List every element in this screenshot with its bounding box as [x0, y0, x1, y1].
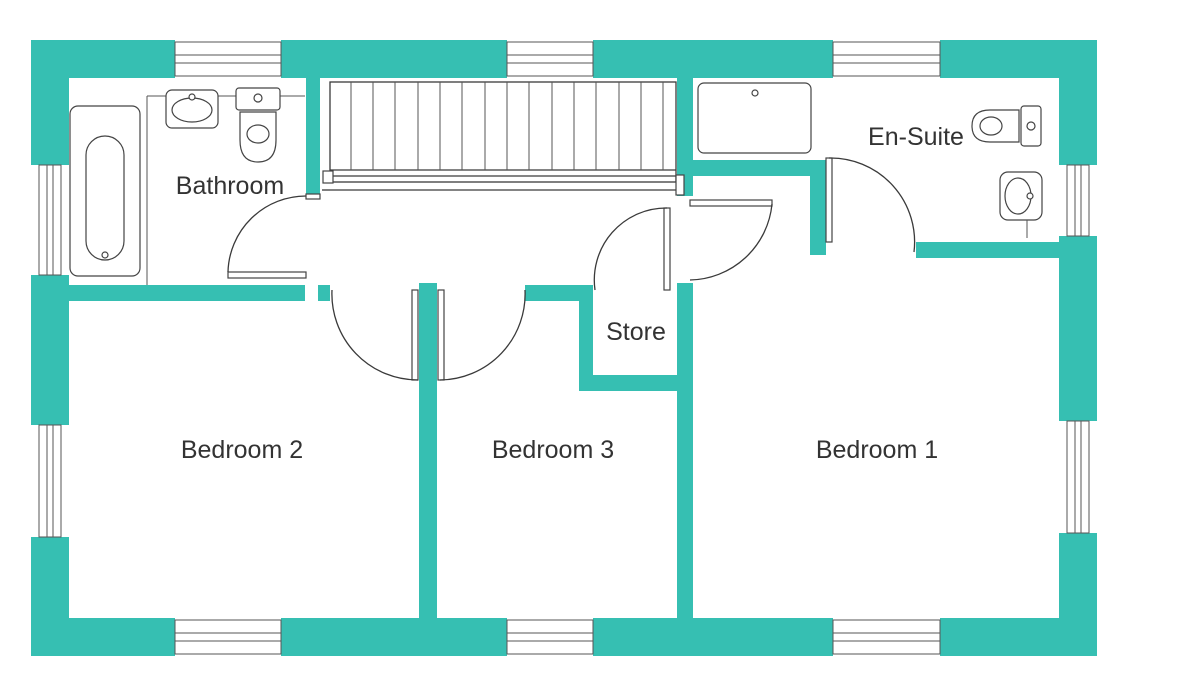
bedroom-1-label: Bedroom 1 [816, 436, 938, 464]
bathroom-label: Bathroom [176, 172, 284, 200]
bathroom-door [227, 193, 321, 279]
bedroom-2-door [331, 289, 419, 381]
bedroom-2-label: Bedroom 2 [181, 436, 303, 464]
bathroom-toilet-icon [235, 87, 281, 163]
en-suite-toilet-icon [971, 105, 1042, 147]
en-suite-door [825, 157, 916, 253]
bedroom-3-door [437, 289, 526, 381]
store-label: Store [606, 318, 666, 346]
bedroom-3-label: Bedroom 3 [492, 436, 614, 464]
en-suite-sink-icon [999, 171, 1043, 238]
bathroom-sink-icon [165, 89, 219, 129]
windows [38, 41, 1090, 655]
bedroom-1-door [689, 199, 773, 281]
bathtub-icon [69, 95, 305, 285]
shower-tray-icon [697, 82, 812, 154]
staircase [322, 81, 685, 196]
external-walls [31, 40, 1097, 656]
store-door [593, 207, 671, 291]
internal-walls [69, 78, 1059, 618]
en-suite-label: En-Suite [868, 123, 964, 151]
